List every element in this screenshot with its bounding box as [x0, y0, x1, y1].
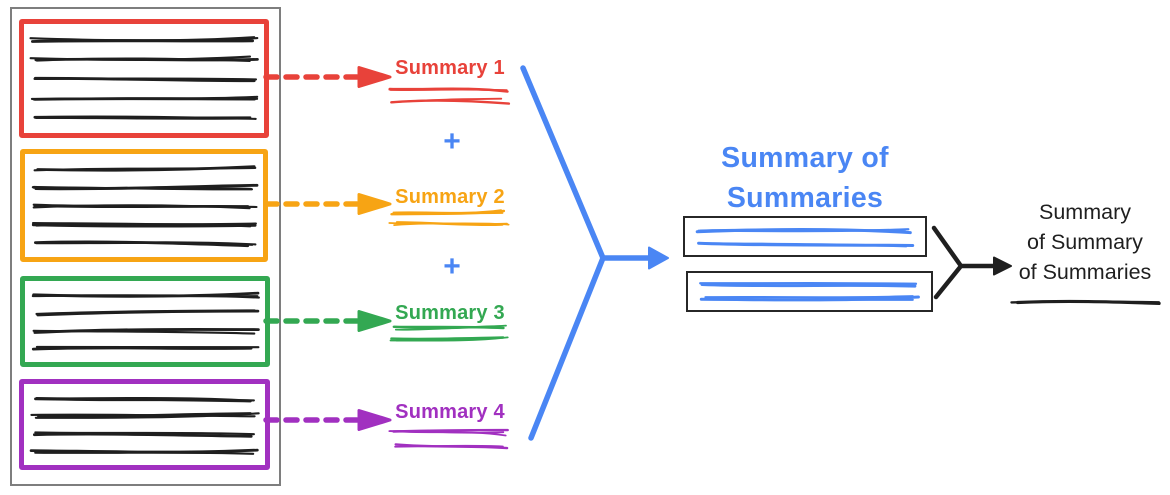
summary-1-label: Summary 1 [395, 57, 505, 79]
dashed-arrow-2-icon [263, 193, 392, 215]
merged-summary-2-scribble [698, 281, 920, 301]
summary-of-summaries-title-line2: Summaries [726, 182, 884, 214]
document-box-1 [19, 19, 269, 138]
document-4-text-scribble [29, 396, 260, 455]
summary-of-summaries-title: Summary of Summaries [682, 138, 928, 218]
merge-arrow-icon [520, 65, 669, 441]
dashed-arrow-1-icon [263, 66, 392, 88]
final-summary-scribble [1010, 299, 1161, 305]
summary-2-scribble [388, 209, 510, 227]
plus-sign-1: + [443, 125, 461, 158]
document-1-text-scribble [29, 35, 259, 120]
document-box-3 [20, 276, 270, 367]
document-box-2 [20, 149, 268, 262]
document-3-text-scribble [31, 291, 260, 350]
final-summary-title: Summary of Summary of Summaries [995, 197, 1170, 287]
summary-3-label: Summary 3 [395, 302, 505, 324]
document-2-text-scribble [31, 164, 259, 247]
document-box-4 [19, 379, 270, 470]
summary-4-scribble [388, 428, 509, 450]
merged-summary-1-scribble [695, 227, 915, 247]
summary-2-label: Summary 2 [395, 186, 505, 208]
summary-of-summaries-title-line1: Summary of [721, 142, 889, 174]
plus-sign-2: + [443, 250, 461, 283]
final-summary-title-line3: of Summaries [1018, 260, 1152, 284]
summary-4-label: Summary 4 [395, 401, 505, 423]
summary-1-scribble [388, 87, 511, 105]
dashed-arrow-4-icon [263, 409, 392, 431]
dashed-arrow-3-icon [263, 310, 392, 332]
merged-summary-box-2 [686, 271, 933, 312]
merged-summary-box-1 [683, 216, 927, 257]
summary-3-scribble [389, 324, 509, 342]
final-summary-title-line1: Summary [1039, 200, 1131, 224]
final-summary-title-line2: of Summary [1027, 230, 1143, 254]
